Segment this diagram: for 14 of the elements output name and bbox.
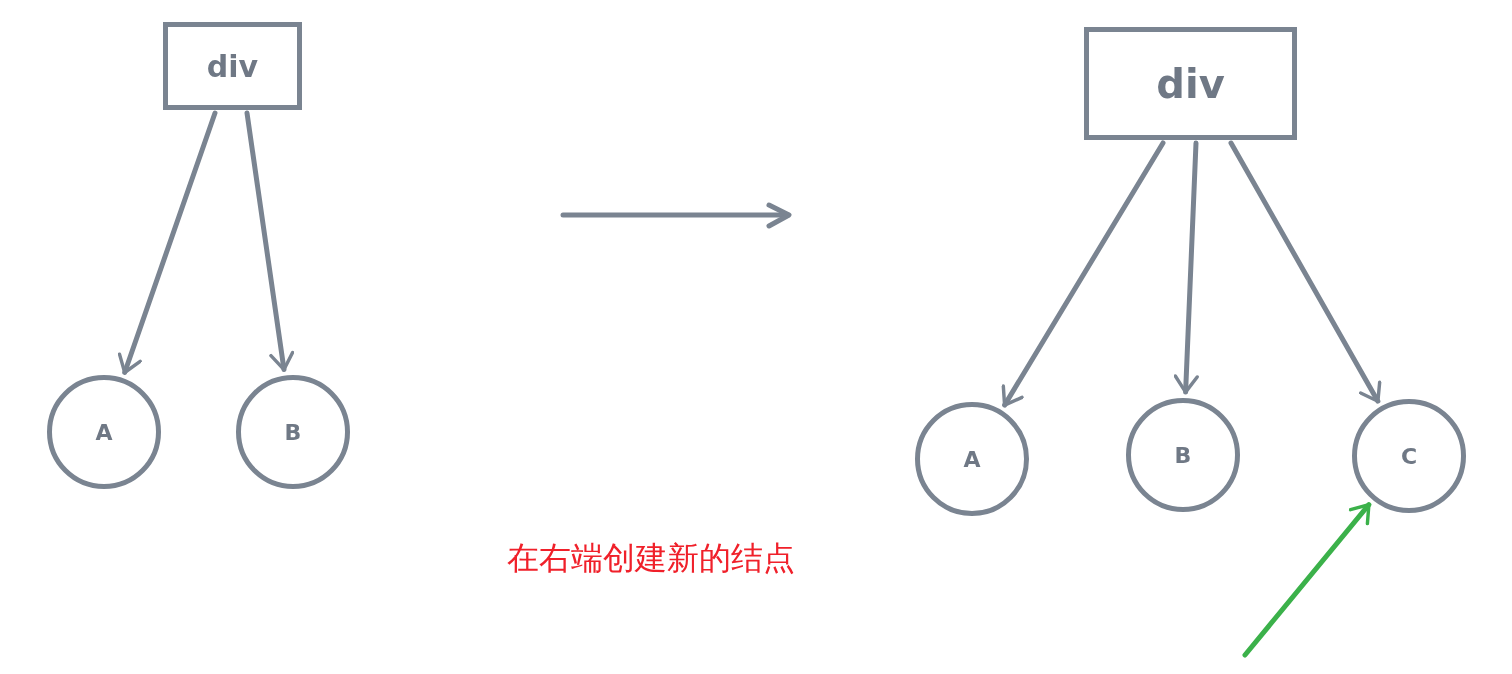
arrow <box>1242 502 1372 658</box>
arrow <box>1173 140 1199 395</box>
node-circle: B <box>236 375 350 489</box>
node-circle: C <box>1352 399 1466 513</box>
element-box: div <box>1084 27 1297 140</box>
arrow <box>1001 140 1166 408</box>
element-box: div <box>163 22 302 110</box>
node-circle: B <box>1126 398 1240 512</box>
note-text: 在右端创建新的结点 <box>507 538 795 579</box>
arrow <box>117 110 218 375</box>
node-circle: A <box>47 375 161 489</box>
arrow <box>244 110 295 373</box>
node-circle: A <box>915 402 1029 516</box>
arrow <box>1228 140 1382 404</box>
